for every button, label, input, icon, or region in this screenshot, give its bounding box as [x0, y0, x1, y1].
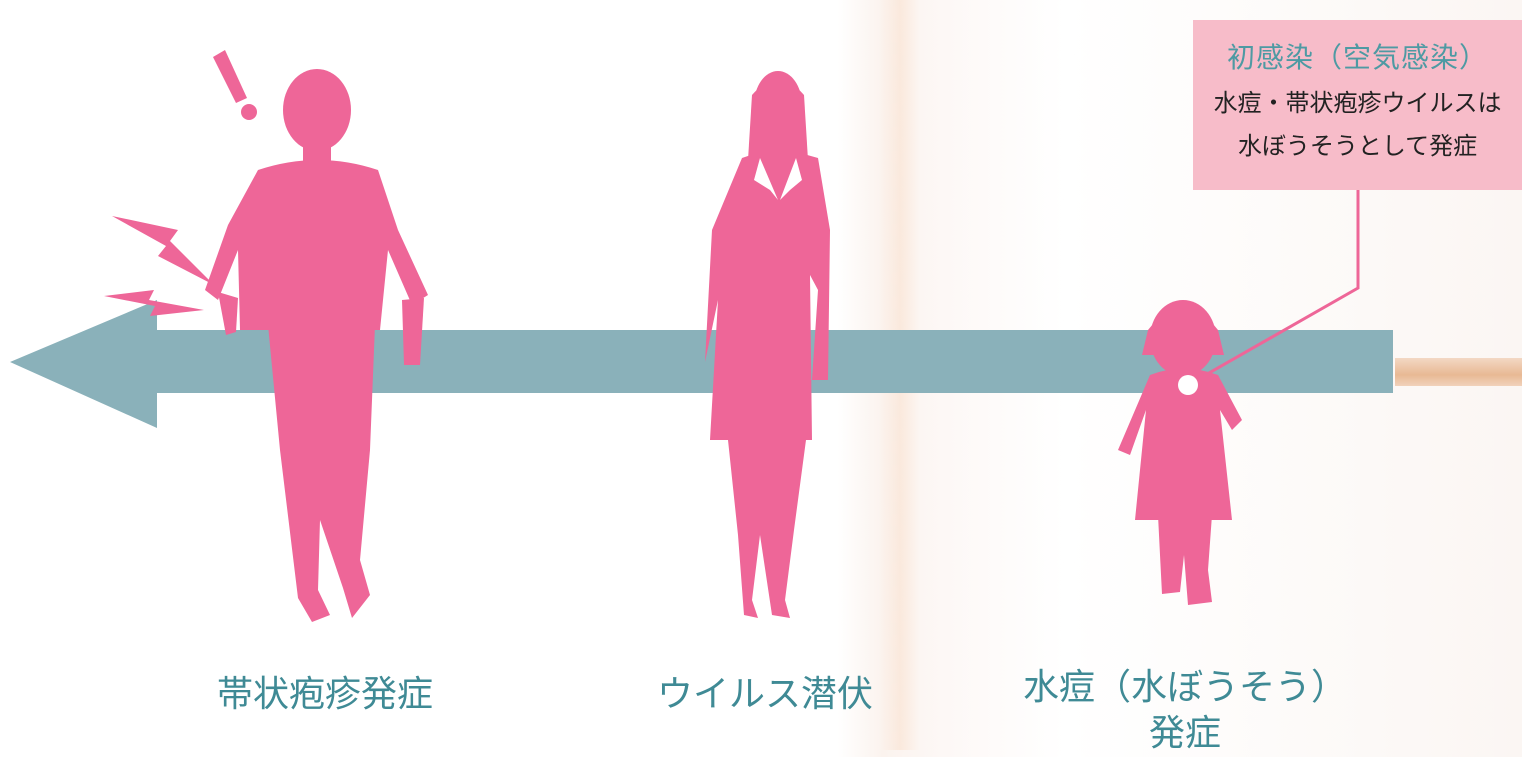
- pain-lightning-icon: [104, 216, 214, 316]
- callout-connector-line: [1187, 190, 1360, 387]
- elderly-woman-silhouette: [205, 69, 428, 622]
- stage-label-latent: ウイルス潜伏: [656, 674, 873, 715]
- stage-label-chickenpox-line-1: 水痘（水ぼうそう）: [1022, 667, 1347, 708]
- child-silhouette: [1118, 300, 1242, 605]
- connector-dot: [1178, 375, 1198, 395]
- exclamation-icon: [213, 50, 257, 120]
- stage-label-chickenpox-line-2: 発症: [1148, 713, 1221, 754]
- young-woman-silhouette: [705, 71, 830, 618]
- stage-label-chickenpox: 水痘（水ぼうそう） 発症: [1010, 665, 1360, 757]
- callout-body-line-1: 水痘・帯状疱疹ウイルスは: [1213, 89, 1502, 117]
- callout-body: 水痘・帯状疱疹ウイルスは 水ぼうそうとして発症: [1193, 82, 1522, 168]
- infection-callout: 初感染（空気感染） 水痘・帯状疱疹ウイルスは 水ぼうそうとして発症: [1193, 20, 1522, 190]
- callout-title: 初感染（空気感染）: [1226, 41, 1488, 74]
- blouse-collar: [754, 158, 802, 200]
- background-window-bar: [1395, 358, 1522, 386]
- callout-body-line-2: 水ぼうそうとして発症: [1237, 132, 1478, 160]
- stage-label-shingles: 帯状疱疹発症: [216, 674, 433, 715]
